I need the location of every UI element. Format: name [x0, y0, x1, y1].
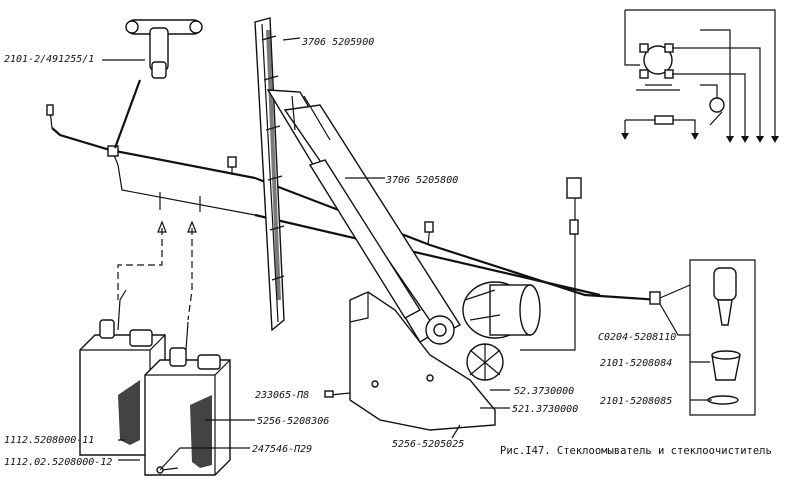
tee-fitting-callout — [102, 19, 203, 149]
label-bolt: 233065-П8 — [255, 390, 309, 401]
label-wiper-blade: 3706 5205900 — [301, 37, 374, 48]
label-wiper-arm: 3706 5205800 — [385, 175, 458, 186]
hose-tee-fitting — [46, 104, 661, 305]
label-tee-fitting: 2101-2/491255/1 — [4, 54, 94, 65]
nozzle-detail — [659, 259, 756, 416]
wiring-schematic — [621, 9, 779, 143]
motor-cable — [520, 177, 582, 351]
figure-caption: Рис.I47. Стеклоомыватель и стеклоочистит… — [500, 445, 772, 457]
leader-lines — [118, 37, 712, 471]
label-reservoir-2: 1112.02.5208000-12 — [4, 457, 112, 468]
washer-reservoir-2 — [144, 321, 231, 476]
label-screw: 247546-П29 — [252, 444, 312, 455]
label-motor-alt: 521.3730000 — [512, 404, 578, 415]
feed-lines — [117, 220, 197, 321]
wiper-blade — [254, 17, 285, 332]
label-reservoir-1: 1112.5208000-11 — [4, 435, 94, 446]
label-reservoir-holder: 5256-5208306 — [257, 416, 329, 427]
label-nozzle-body: 2101-5208084 — [600, 358, 672, 369]
wiper-arm — [266, 89, 462, 345]
wiper-motor — [462, 281, 541, 381]
label-motor: 52.3730000 — [514, 386, 574, 397]
label-nozzle: С0204-5208110 — [598, 332, 676, 343]
bolt — [324, 390, 351, 398]
wiper-bracket — [349, 291, 496, 431]
label-washer-ring: 2101-5208085 — [600, 396, 672, 407]
label-bracket: 5256-5205025 — [392, 439, 464, 450]
